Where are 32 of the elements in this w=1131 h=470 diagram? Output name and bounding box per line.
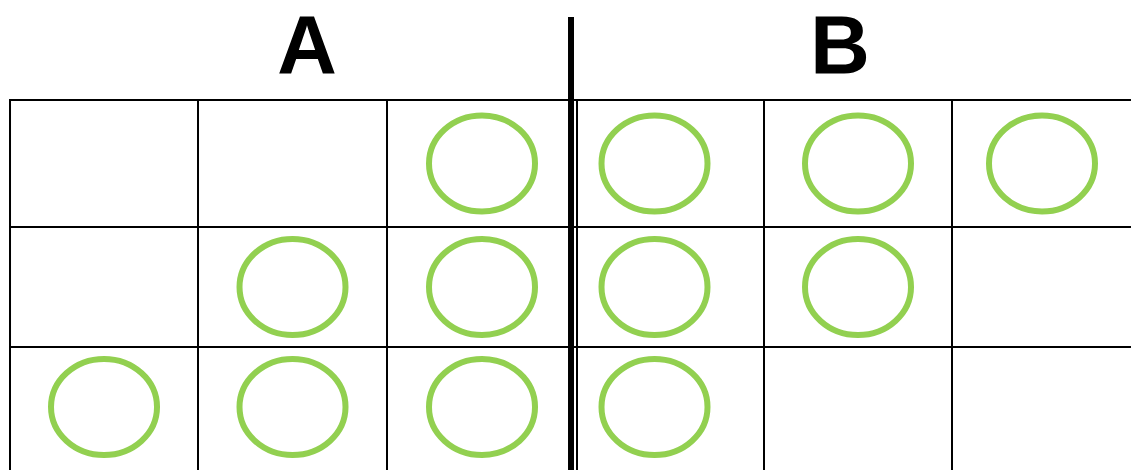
grid-cell: [576, 346, 765, 470]
circle: [236, 356, 349, 458]
grid-cell: [576, 99, 765, 228]
grid-cell: [197, 346, 388, 470]
circle: [802, 236, 914, 338]
grid-cell: [386, 99, 578, 228]
grid-cell: [576, 226, 765, 348]
circle: [598, 356, 711, 458]
grid-cell: [763, 346, 953, 470]
circle: [426, 356, 538, 458]
circle: [426, 112, 538, 215]
circle: [598, 236, 711, 338]
circle: [598, 112, 711, 215]
circle: [236, 236, 349, 338]
grid-cell: [386, 226, 578, 348]
circle: [986, 112, 1098, 215]
circle: [48, 356, 160, 458]
grid-cell: [197, 226, 388, 348]
circle: [426, 236, 538, 338]
grid-cell: [951, 346, 1131, 470]
grid-cell: [9, 99, 199, 228]
grid-cell: [9, 346, 199, 470]
grid-cell: [9, 226, 199, 348]
column-heading: B: [815, 16, 867, 74]
grid-cell: [197, 99, 388, 228]
grid-cell: [951, 99, 1131, 228]
grid-cell: [763, 99, 953, 228]
grid-cell: [951, 226, 1131, 348]
grid-cell: [386, 346, 578, 470]
circle: [802, 112, 914, 215]
column-heading: A: [279, 16, 335, 74]
grid-cell: [763, 226, 953, 348]
